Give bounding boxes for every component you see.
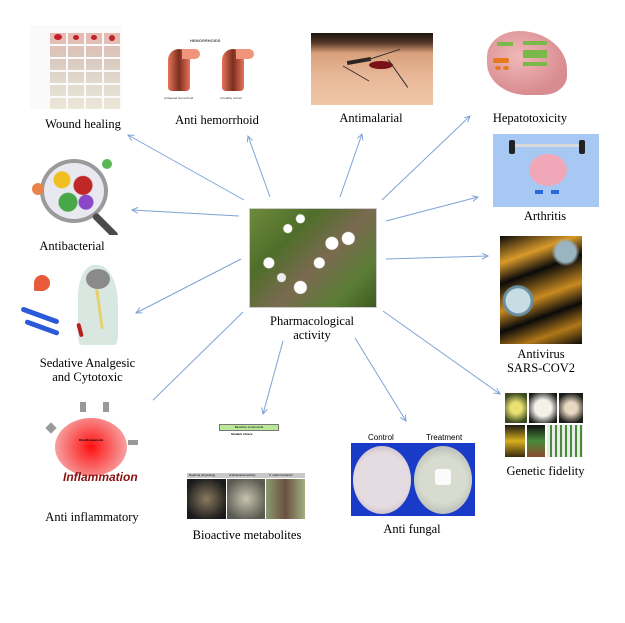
inflammation-molecule-label: Diarylheptanoids — [79, 438, 104, 442]
arrow-to-bioactive-metabolites — [263, 340, 284, 414]
anti-fungal-treatment-caption: Treatment — [426, 433, 463, 442]
arrow-to-anti-hemorrhoid — [248, 136, 271, 198]
bioactive-metabolites-image: Bioactive compounds Student choice Daphn… — [187, 423, 305, 519]
arthritis-image — [493, 134, 599, 207]
bioactive-metabolites-label: Bioactive metabolites — [192, 528, 302, 542]
arrow-to-genetic-fidelity — [382, 310, 500, 394]
arrow-to-arthritis — [385, 197, 478, 222]
antivirus-image — [500, 236, 582, 344]
antibacterial-image — [30, 155, 126, 235]
hemorrhoid-left-caption: prolapsed hemorrhoid — [164, 96, 194, 100]
wound-healing-label: Wound healing — [45, 117, 121, 131]
arrow-to-wound-healing — [128, 135, 245, 201]
sedative-label-line2: and Cytotoxic — [52, 370, 123, 384]
antivirus-label-line1: Antivirus — [517, 347, 565, 361]
sedative-label-line1: Sedative Analgesic — [39, 356, 136, 370]
bioactive-header: Bioactive compounds — [219, 424, 279, 431]
hemorrhoid-right-caption: a healthy rectum — [220, 96, 243, 100]
antibacterial-label: Antibacterial — [39, 239, 105, 253]
arrow-to-antimalarial — [339, 134, 362, 198]
wound-healing-image — [30, 25, 122, 109]
anti-inflammatory-image: Diarylheptanoids Inflammation — [35, 400, 153, 496]
anti-hemorrhoid-label: Anti hemorrhoid — [175, 113, 259, 127]
sedative-image — [18, 265, 123, 347]
bioactive-panel-1-label: Daphnia physiology — [189, 473, 216, 477]
antivirus-label-line2: SARS-COV2 — [506, 361, 576, 375]
hepatotoxicity-label: Hepatotoxicity — [492, 111, 568, 125]
arrow-to-hepatotoxicity — [381, 116, 470, 201]
arthritis-label: Arthritis — [523, 209, 567, 223]
genetic-fidelity-label: Genetic fidelity — [506, 464, 585, 478]
hemorrhoid-title: HEMORRHOIDS — [190, 38, 221, 43]
arrow-to-sedative — [136, 258, 242, 313]
sedative-label: Sedative Analgesic and Cytotoxic — [30, 356, 145, 384]
center-label: Pharmacological activity — [262, 314, 362, 342]
arrow-to-antibacterial — [132, 210, 240, 217]
anti-inflammatory-label: Anti inflammatory — [45, 510, 139, 524]
inflammation-title: Inflammation — [63, 470, 138, 484]
anti-hemorrhoid-image: HEMORRHOIDS prolapsed hemorrhoid a healt… — [160, 35, 263, 105]
center-label-line1: Pharmacological — [270, 314, 354, 328]
antimalarial-label: Antimalarial — [339, 111, 403, 125]
antivirus-label: Antivirus SARS-COV2 — [506, 347, 576, 375]
genetic-fidelity-image — [505, 393, 583, 457]
hepatotoxicity-image — [483, 28, 569, 100]
bioactive-subheader: Student choice — [231, 432, 253, 436]
bioactive-panel-2-label: Antibacterial activity — [229, 473, 256, 477]
bioactive-panel-3-label: V. cardui behavior — [269, 473, 293, 477]
center-label-line2: activity — [293, 328, 331, 342]
antimalarial-image — [311, 33, 433, 105]
arrow-to-antivirus — [385, 256, 488, 259]
center-image-night-jasmine — [249, 208, 377, 308]
anti-fungal-image — [351, 443, 475, 516]
anti-fungal-control-caption: Control — [368, 433, 394, 442]
arrow-to-anti-fungal — [354, 337, 406, 421]
anti-fungal-label: Anti fungal — [383, 522, 441, 536]
arrow-to-anti-inflammatory — [147, 311, 244, 406]
